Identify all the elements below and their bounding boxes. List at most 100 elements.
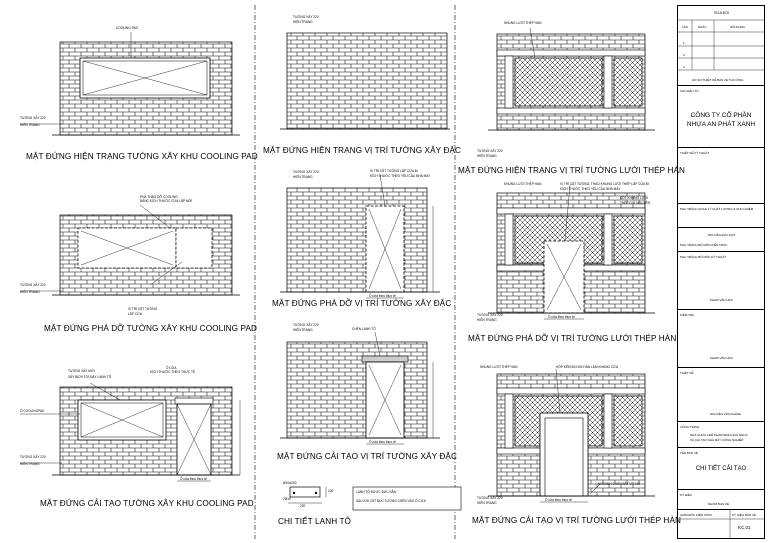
drawer-name: NGUYỄN VĂN KHÁNH xyxy=(710,412,742,416)
panel-7-label: 100 xyxy=(328,489,334,493)
panel-8-label: TƯỜNG XÂY 220 xyxy=(477,149,503,153)
panel-6-label: CHÈN LANH TÔ xyxy=(352,327,376,331)
panel-7-label: SAU KHI CẮT ĐỤC TƯỜNG CHÈN VÀO Ô CỬA xyxy=(356,499,426,503)
panel-9-label: KHUNG LƯỚI THÉP HÀN xyxy=(504,182,542,186)
panel-3-drawing xyxy=(20,382,241,482)
sheet-name-label: TÊN BẢN VẼ xyxy=(680,451,698,455)
rev-row: 1 xyxy=(683,41,685,45)
panel-8-label: HIỆN TRẠNG xyxy=(477,154,497,158)
panel-10-label: HIỆN TRẠNG xyxy=(477,501,497,505)
panel-4-title: MẶT ĐỨNG HIỆN TRẠNG VỊ TRÍ TƯỜNG XÂY ĐẶC xyxy=(263,146,462,155)
rev-row: 3 xyxy=(683,65,685,69)
rev-col: LẦN xyxy=(682,25,688,29)
panel-5-label: TƯỜNG XÂY 220 xyxy=(293,170,319,174)
panel-5-label: HIỆN TRẠNG xyxy=(293,175,313,179)
rev-col: NỘI DUNG xyxy=(730,25,745,29)
panel-6-label: TƯỜNG XÂY 220 xyxy=(293,323,319,327)
panel-7-drawing xyxy=(288,486,462,511)
panel-10-label: TƯỜNG XÂY 220 xyxy=(477,496,503,500)
design-unit-label: THIẾT KẾ KỸ THUẬT xyxy=(680,151,710,155)
bottom-col: KÝ HIỆU BẢN VẼ xyxy=(732,513,756,517)
project-line-1: NHÀ CHỨA CHẾ PHẨM SINH HỌC NHỰA xyxy=(690,433,748,437)
panel-3-label: HIỆN TRẠNG xyxy=(20,462,40,466)
panel-9-title: MẶT ĐỨNG PHÁ DỠ VỊ TRÍ TƯỜNG LƯỚI THÉP H… xyxy=(468,334,677,343)
panel-7-label: Ø10A200 xyxy=(283,481,297,485)
manager-cell: PHỤ TRÁCH QUẢN LÝ CHẤT LƯỢNG & CHỦ NHIỆM xyxy=(678,204,764,228)
panel-1-label: TƯỜNG XÂY 220 xyxy=(20,116,46,120)
panel-3-label: TƯỜNG XÂY MỚI xyxy=(68,369,95,373)
company-line-2: NHỰA AN PHÁT XANH xyxy=(686,121,756,128)
panel-10-label: KHOANH CHÂN BẮT VÍT NỞ xyxy=(598,482,641,486)
sheet-number: KC.01 xyxy=(738,525,751,530)
rev-col: NGÀY xyxy=(698,25,707,29)
panel-9-label: Ô cửa theo thực tế xyxy=(548,315,575,319)
panel-9-label: THÉP GIỮ NGUYÊN xyxy=(620,201,650,205)
panel-8-label: KHUNG LƯỚI THÉP HÀN xyxy=(504,21,542,25)
designer-label: THIẾT KẾ xyxy=(680,371,694,375)
scale-value: NHÓM BẢN VẼ xyxy=(708,502,730,506)
scale-label: KÝ HIỆU xyxy=(680,493,693,497)
panel-1-title: MẶT ĐỨNG HIỆN TRẠNG TƯỜNG XÂY KHU COOLIN… xyxy=(26,152,258,161)
owner-cell: CHỦ ĐẦU TƯ CÔNG TY CỔ PHẦN NHỰA AN PHÁT … xyxy=(678,86,764,148)
panel-7-title: CHI TIẾT LANH TÔ xyxy=(278,517,352,526)
sheet-name-cell: TÊN BẢN VẼ CHI TIẾT CẢI TẠO xyxy=(678,448,764,490)
panel-5-label: Ô cửa theo thực tế xyxy=(369,294,396,298)
panel-10-title: MẶT ĐỨNG CẢI TẠO VỊ TRÍ TƯỜNG LƯỚI THÉP … xyxy=(472,516,682,525)
engineer-cell: PHỤ TRÁCH BỘ MÔN KỸ THUẬT PHẠM VĂN HẢO xyxy=(678,252,764,310)
panel-3-label: Ô CỬA xyxy=(166,366,177,370)
panel-9-label: KÍCH THƯỚC THEO YÊU CẦU NHÀ MÁY xyxy=(560,187,621,191)
revision-header: SỬA ĐỔI xyxy=(714,11,730,15)
engineer-label: PHỤ TRÁCH BỘ MÔN KỸ THUẬT xyxy=(680,255,727,259)
panel-9-label: CỘT KHUNG LƯỚI xyxy=(620,196,649,200)
panel-2-label: BẢNG KÍCH THƯỚC CỬA LẮP MỚI xyxy=(140,199,193,203)
panel-4-label: TƯỜNG XÂY 220 xyxy=(293,15,319,19)
panel-7-label: 220 xyxy=(300,504,306,508)
panel-4-label: HIỆN TRẠNG xyxy=(293,20,313,24)
sheet-number-grid xyxy=(678,510,764,538)
panel-3-label: KÍCH THƯỚC THEO THỰC TẾ xyxy=(150,370,196,374)
panel-5-label: VỊ TRÍ CẮT TƯỜNG LẮP CỬA ĐI xyxy=(370,169,418,173)
panel-2-drawing xyxy=(20,204,240,296)
panel-2-label: HIỆN TRẠNG xyxy=(20,290,40,294)
panel-9-label: TƯỜNG XÂY 220 xyxy=(477,313,503,317)
panel-6-label: Ô cửa theo thực tế xyxy=(369,440,396,444)
title-block: SỬA ĐỔI LẦN NGÀY NỘI DUNG 1 2 3 HỒ SƠ TH… xyxy=(677,5,765,539)
manager-label: PHỤ TRÁCH QUẢN LÝ CHẤT LƯỢNG & CHỦ NHIỆM xyxy=(680,207,754,211)
panel-8-drawing xyxy=(488,27,655,131)
sheet-number-cell: GIÁM ĐỐC KIẾN TRÚC KÝ HIỆU BẢN VẼ KC.01 xyxy=(678,510,764,538)
architect-name: NGUYỄN ĐỨC ĐẠT xyxy=(708,233,736,237)
revision-grid xyxy=(678,19,764,71)
panel-2-label: TƯỜNG XÂY 220 xyxy=(20,283,46,287)
company-line-1: CÔNG TY CỔ PHẦN xyxy=(690,112,752,119)
designer-cell: THIẾT KẾ NGUYỄN VĂN KHÁNH xyxy=(678,368,764,422)
project-line-2: VÀ CẢI TẠO NHÀ MÁY CÔNG NGHIỆP xyxy=(690,438,744,442)
panel-3-label: Ô cửa theo thực tế xyxy=(180,477,207,481)
project-label: CÔNG TRÌNH xyxy=(680,425,699,429)
panel-2-title: MẶT ĐỨNG PHÁ DỠ TƯỜNG XÂY KHU COOLING PA… xyxy=(44,324,258,333)
panel-10-label: KHUNG LƯỚI THÉP HÀN xyxy=(480,365,518,369)
panel-5-drawing xyxy=(280,174,440,299)
panel-10-drawing xyxy=(488,368,655,503)
panel-5-label: KÍCH THƯỚC THEO YÊU CẦU NHÀ MÁY xyxy=(370,174,431,178)
panel-3-title: MẶT ĐỨNG CẢI TẠO TƯỜNG XÂY KHU COOLING P… xyxy=(40,499,254,508)
panel-1-label: COOLING PAD xyxy=(116,26,138,30)
scale-cell: KÝ HIỆU NHÓM BẢN VẼ xyxy=(678,490,764,510)
architect-label: PHỤ TRÁCH BỘ MÔN KIẾN TRÚC xyxy=(680,243,728,247)
engineer-name: PHẠM VĂN HẢO xyxy=(710,298,734,302)
panel-7-label: 2Ø10 xyxy=(283,497,291,501)
panel-9-label: HIỆN TRẠNG xyxy=(477,318,497,322)
panel-5-title: MẶT ĐỨNG PHÁ DỠ VỊ TRÍ TƯỜNG XÂY ĐẶC xyxy=(272,299,452,308)
panel-6-label: HIỆN TRẠNG xyxy=(293,328,313,332)
panel-3-label: TƯỜNG XÂY 220 xyxy=(20,455,46,459)
panel-8-title: MẶT ĐỨNG HIỆN TRẠNG VỊ TRÍ TƯỜNG LƯỚI TH… xyxy=(458,166,686,175)
project-cell: CÔNG TRÌNH NHÀ CHỨA CHẾ PHẨM SINH HỌC NH… xyxy=(678,422,764,448)
panel-6-drawing xyxy=(280,331,440,445)
panel-7-label: LANH TÔ ĐƯỢC ĐÚC SẴN xyxy=(356,490,396,494)
revision-table: SỬA ĐỔI LẦN NGÀY NỘI DUNG 1 2 3 HỒ SƠ TH… xyxy=(678,6,764,86)
panel-10-label: Ô cửa theo thực tế xyxy=(545,498,572,502)
panel-4-drawing xyxy=(280,32,450,130)
panel-1-label: HIỆN TRẠNG xyxy=(20,123,40,127)
checker-cell: KIỂM TRA PHẠM VĂN HẢO xyxy=(678,310,764,368)
